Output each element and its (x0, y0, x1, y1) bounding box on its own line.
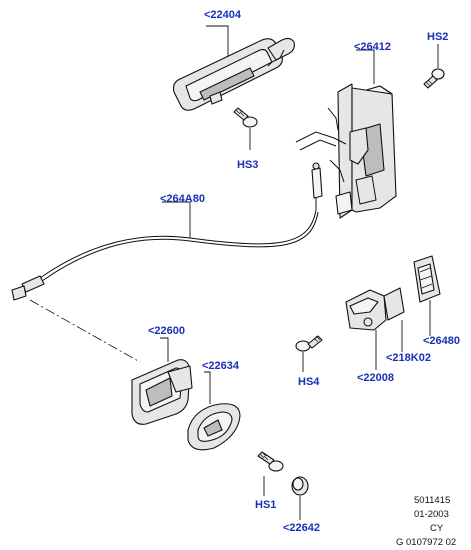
callout-22642: <22642 (283, 522, 320, 534)
lock-actuator (295, 49, 397, 219)
callout-hs2: HS2 (427, 31, 448, 43)
lock-cable (11, 162, 323, 363)
callout-264a80: <264A80 (160, 193, 205, 205)
callout-hs3: HS3 (237, 159, 258, 171)
cap-22642 (291, 476, 309, 520)
callout-218k02: <218K02 (386, 352, 431, 364)
footer-date: 01-2003 (414, 509, 449, 520)
callout-22008: <22008 (357, 372, 394, 384)
footer-ref-number: 5011415 (414, 495, 450, 506)
screw-hs1 (257, 451, 284, 496)
callout-hs4: HS4 (298, 376, 320, 388)
callout-26480: <26480 (423, 335, 460, 347)
callout-22634: <22634 (202, 360, 240, 372)
callout-hs1: HS1 (255, 499, 276, 511)
exterior-handle (172, 25, 295, 111)
callout-22600: <22600 (148, 325, 185, 337)
handle-bezel (187, 371, 241, 451)
callout-26412: <26412 (354, 41, 391, 53)
screw-hs3 (233, 107, 258, 150)
interior-handle (131, 337, 193, 425)
callout-22404: <22404 (204, 9, 242, 21)
screw-hs4 (295, 335, 323, 372)
footer-code: CY (430, 523, 444, 534)
latch-assembly (345, 255, 441, 370)
footer-drawing-number: G 0107972 02 (396, 537, 456, 548)
screw-hs2 (423, 44, 445, 89)
